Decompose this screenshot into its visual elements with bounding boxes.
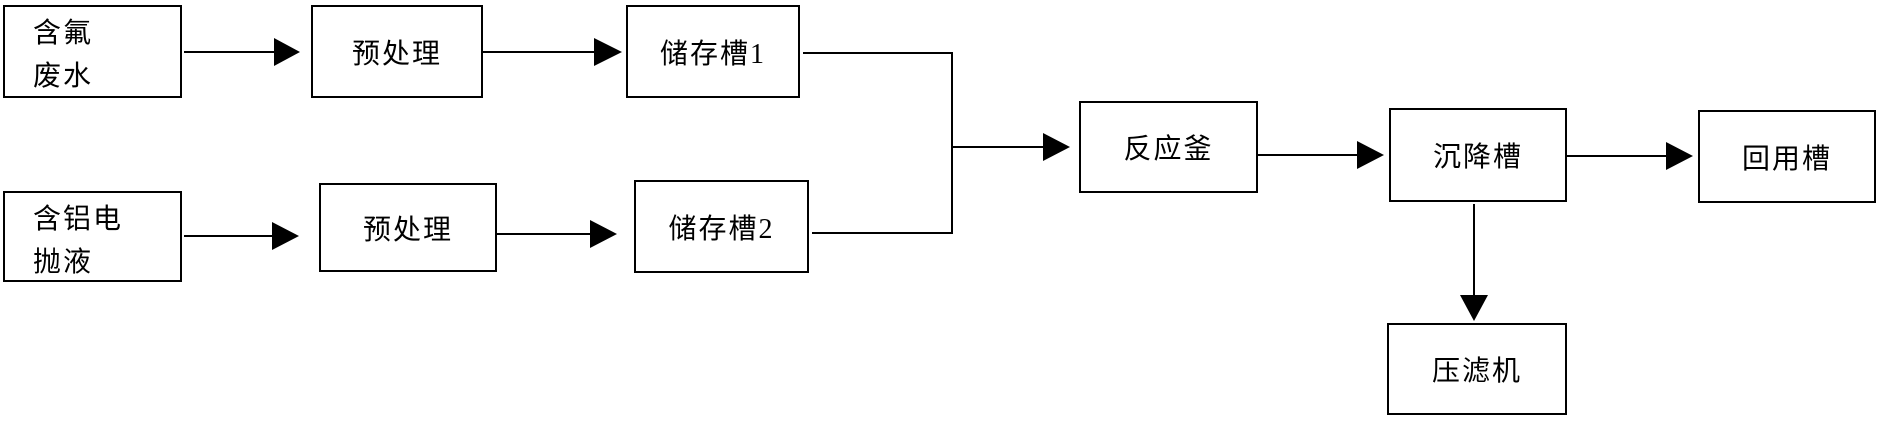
node-storage-tank-2: 储存槽2 xyxy=(634,180,809,273)
arrow-reaction-to-settling xyxy=(1258,141,1384,169)
node-filter-press: 压滤机 xyxy=(1387,323,1567,415)
arrow-pretreatment-to-storage1 xyxy=(483,38,622,66)
node-settling-tank: 沉降槽 xyxy=(1389,108,1567,202)
node-pretreatment-bottom: 预处理 xyxy=(319,183,497,272)
arrow-settling-to-reuse xyxy=(1567,142,1693,170)
arrow-settling-to-filter-press xyxy=(1460,204,1488,321)
node-aluminum-electropolishing-liquid: 含铝电 抛液 xyxy=(3,191,182,282)
arrow-fluoride-to-pretreatment xyxy=(184,38,300,66)
arrow-aluminum-to-pretreatment xyxy=(184,222,299,250)
arrow-merge-to-reaction-kettle xyxy=(952,133,1070,161)
node-fluoride-wastewater: 含氟 废水 xyxy=(3,5,182,98)
arrow-pretreatment-to-storage2 xyxy=(497,220,617,248)
node-reaction-kettle: 反应釜 xyxy=(1079,101,1258,193)
node-storage-tank-1: 储存槽1 xyxy=(626,5,800,98)
node-reuse-tank: 回用槽 xyxy=(1698,110,1876,203)
connector-storage-merge xyxy=(803,52,953,234)
node-pretreatment-top: 预处理 xyxy=(311,5,483,98)
